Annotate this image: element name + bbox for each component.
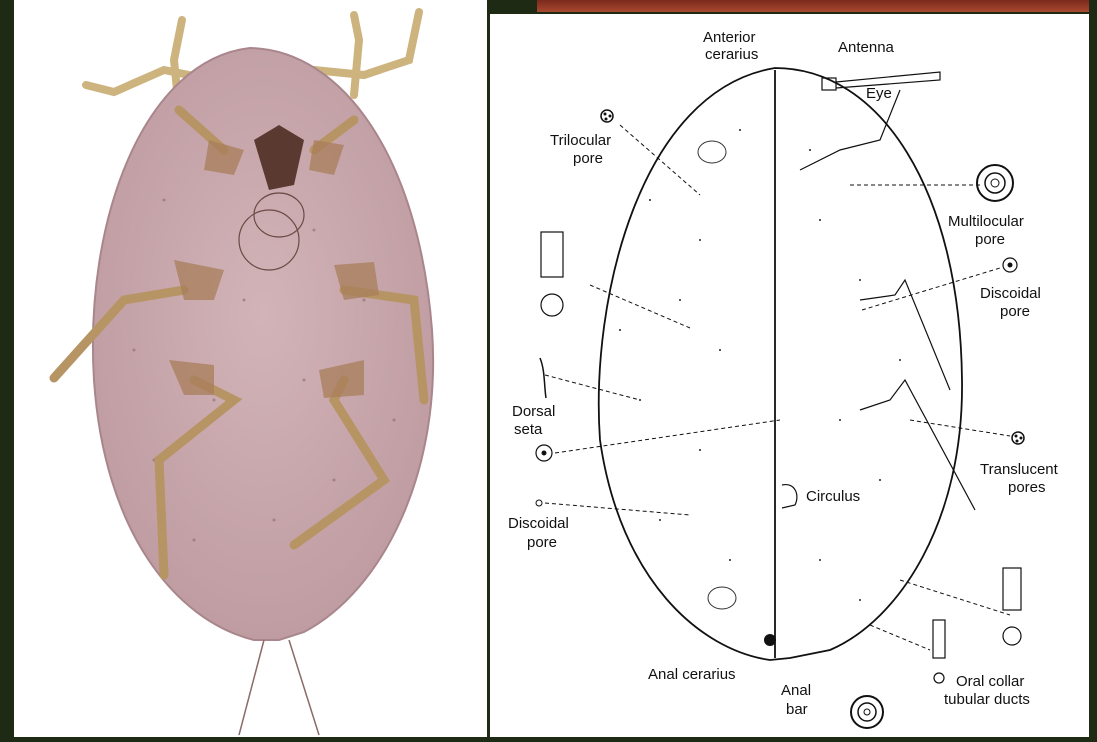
label-anal-bar-line2: bar xyxy=(786,701,808,718)
label-translucent-line1: Translucent xyxy=(980,461,1059,478)
dorsal-seta-icon xyxy=(540,358,546,398)
multilocular-pore-icon xyxy=(977,165,1013,201)
label-dorsal-seta-line1: Dorsal xyxy=(512,403,555,420)
morphology-diagram: Anterior cerarius Antenna Eye Trilocular… xyxy=(490,14,1089,737)
specimen-photo-panel xyxy=(14,0,487,737)
label-eye: Eye xyxy=(866,85,892,102)
label-trilocular-line1: Trilocular xyxy=(550,132,611,149)
label-translucent-line2: pores xyxy=(1008,479,1046,496)
label-multilocular-line2: pore xyxy=(975,231,1005,248)
diagram-body-outline xyxy=(599,68,962,660)
label-multilocular-line1: Multilocular xyxy=(948,213,1024,230)
label-discoidal-right-line2: pore xyxy=(1000,303,1030,320)
seta-base-icon xyxy=(536,445,552,461)
label-anterior-cerarius-line1: Anterior xyxy=(703,29,756,46)
label-oral-collar-line2: tubular ducts xyxy=(944,691,1030,708)
label-circulus: Circulus xyxy=(806,488,860,505)
translucent-pore-icon xyxy=(1012,432,1024,444)
top-banner xyxy=(537,0,1089,12)
label-dorsal-seta-line2: seta xyxy=(514,421,543,438)
discoidal-small-icon xyxy=(536,500,542,506)
specimen-anal-setae xyxy=(239,640,319,735)
diagram-anal-ring xyxy=(764,634,776,646)
morphology-diagram-panel: Anterior cerarius Antenna Eye Trilocular… xyxy=(490,14,1089,737)
label-antenna: Antenna xyxy=(838,39,895,56)
label-anal-bar-line1: Anal xyxy=(781,682,811,699)
label-discoidal-right-line1: Discoidal xyxy=(980,285,1041,302)
label-trilocular-line2: pore xyxy=(573,150,603,167)
label-discoidal-left-line2: pore xyxy=(527,534,557,551)
multilocular-pore-bottom-icon xyxy=(851,696,883,728)
specimen-photo xyxy=(14,0,487,737)
label-oral-collar-line1: Oral collar xyxy=(956,673,1024,690)
label-anal-cerarius: Anal cerarius xyxy=(648,666,736,683)
label-anterior-cerarius-line2: cerarius xyxy=(705,46,758,63)
label-discoidal-left-line1: Discoidal xyxy=(508,515,569,532)
trilocular-pore-icon xyxy=(601,110,613,122)
discoidal-pore-icon xyxy=(1003,258,1017,272)
